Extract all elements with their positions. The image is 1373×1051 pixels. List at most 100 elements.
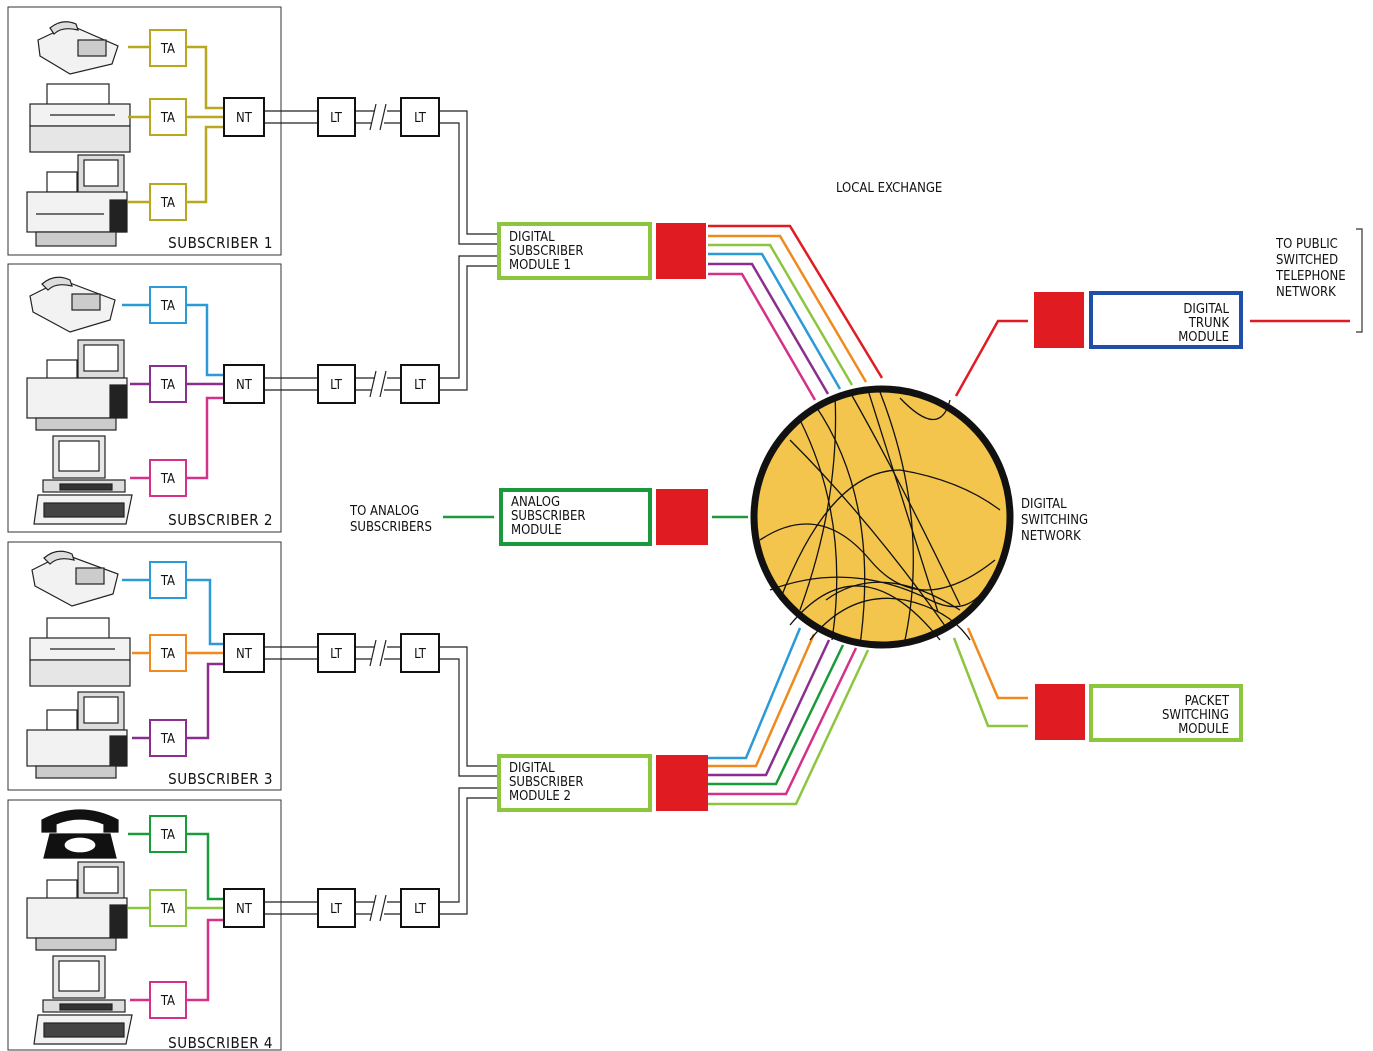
local-exchange-title: LOCAL EXCHANGE — [836, 181, 942, 196]
computer-terminal-icon — [26, 691, 128, 779]
pstn-label: NETWORK — [1276, 285, 1336, 300]
ta-connection-lines — [122, 45, 224, 1002]
computer-terminal-icon — [26, 154, 128, 247]
ta-label: TA — [160, 42, 175, 57]
telephone-icon — [29, 276, 116, 333]
pstn-label: TO PUBLIC — [1275, 237, 1338, 252]
lt-box — [317, 633, 356, 673]
ta-box — [149, 719, 187, 757]
ta-label: TA — [160, 902, 175, 917]
device-icons — [26, 21, 133, 1045]
desktop-computer-icon — [33, 435, 133, 525]
subscriber-panel-1 — [7, 6, 282, 256]
analog-subscriber-module — [499, 488, 652, 546]
red-interface-block — [656, 755, 708, 811]
ta-box — [149, 29, 187, 67]
subscriber-label: SUBSCRIBER 4 — [168, 1034, 273, 1051]
ta-box — [149, 889, 187, 927]
computer-terminal-icon — [26, 339, 128, 431]
terminal-boxes — [149, 29, 440, 1019]
ta-label: TA — [160, 994, 175, 1009]
ta-label: TA — [160, 196, 175, 211]
module-label: MODULE 2 — [509, 789, 571, 804]
subscriber-panels — [7, 6, 282, 1051]
lt-label: LT — [414, 647, 427, 662]
digital-switching-network — [750, 385, 1014, 649]
nt-label: NT — [236, 902, 253, 917]
fax-machine-icon — [29, 617, 131, 687]
subscriber-1-lines — [128, 45, 224, 204]
subscriber-label: SUBSCRIBER 3 — [168, 770, 273, 788]
ta-box — [149, 365, 187, 403]
ta-box — [149, 815, 187, 853]
ta-label: TA — [160, 472, 175, 487]
telephone-icon — [37, 21, 119, 75]
desktop-computer-icon — [33, 955, 133, 1045]
subscriber-panel-3 — [7, 541, 282, 791]
ta-label: TA — [160, 647, 175, 662]
ta-label: TA — [160, 574, 175, 589]
module-label: SUBSCRIBER — [511, 509, 586, 524]
lt-box — [400, 633, 440, 673]
lt-box — [400, 97, 440, 137]
analog-subscribers-label: SUBSCRIBERS — [350, 520, 432, 535]
ta-label: TA — [160, 828, 175, 843]
ta-box — [149, 183, 187, 221]
network-label: SWITCHING — [1021, 513, 1088, 528]
red-interface-block — [1034, 292, 1084, 348]
subscriber-label: SUBSCRIBER 1 — [168, 234, 273, 252]
pstn-label: SWITCHED — [1276, 253, 1338, 268]
exchange-modules — [497, 222, 1243, 812]
subscriber-label: SUBSCRIBER 2 — [168, 511, 273, 529]
lt-label: LT — [414, 111, 427, 126]
module-label: MODULE — [1178, 330, 1229, 345]
module-label: DIGITAL — [509, 230, 555, 245]
ta-box — [149, 98, 187, 136]
ta-box — [149, 561, 187, 599]
module-label: MODULE — [1178, 722, 1229, 737]
subscriber-panel-4 — [7, 799, 282, 1051]
lt-label: LT — [330, 902, 343, 917]
digital-subscriber-module-1 — [497, 222, 652, 280]
lt-label: LT — [330, 647, 343, 662]
ta-box — [149, 286, 187, 324]
module-label: DIGITAL — [1183, 302, 1229, 317]
nt-label: NT — [236, 111, 253, 126]
module-label: ANALOG — [511, 495, 560, 510]
ta-label: TA — [160, 111, 175, 126]
red-interface-block — [1035, 684, 1085, 740]
lt-box — [317, 888, 356, 928]
ta-box — [149, 981, 187, 1019]
nt-label: NT — [236, 647, 253, 662]
lt-box — [400, 888, 440, 928]
lt-box — [317, 97, 356, 137]
module-label: SWITCHING — [1162, 708, 1229, 723]
module-label: SUBSCRIBER — [509, 775, 584, 790]
digital-trunk-module — [1089, 291, 1243, 349]
red-interface-block — [656, 489, 708, 545]
module-network-lines — [443, 224, 1350, 806]
subscriber-4-lines — [128, 832, 224, 1002]
lt-label: LT — [414, 902, 427, 917]
ta-box — [149, 459, 187, 497]
module-label: TRUNK — [1188, 316, 1230, 331]
subscriber-2-lines — [122, 303, 224, 480]
packet-switching-module — [1089, 684, 1243, 742]
computer-terminal-icon — [26, 861, 128, 951]
module-label: SUBSCRIBER — [509, 244, 584, 259]
fax-machine-icon — [29, 83, 131, 153]
nt-box — [223, 97, 265, 137]
trunk-lines — [264, 103, 499, 922]
rotary-telephone-icon — [41, 809, 119, 859]
lt-box — [400, 364, 440, 404]
module-label: MODULE — [511, 523, 562, 538]
module-label: MODULE 1 — [509, 258, 571, 273]
ta-label: TA — [160, 378, 175, 393]
nt-box — [223, 364, 265, 404]
ta-label: TA — [160, 299, 175, 314]
red-interface-block — [656, 223, 706, 279]
nt-box — [223, 633, 265, 673]
digital-subscriber-module-2 — [497, 754, 652, 812]
lt-label: LT — [414, 378, 427, 393]
pstn-bracket — [1356, 228, 1363, 333]
